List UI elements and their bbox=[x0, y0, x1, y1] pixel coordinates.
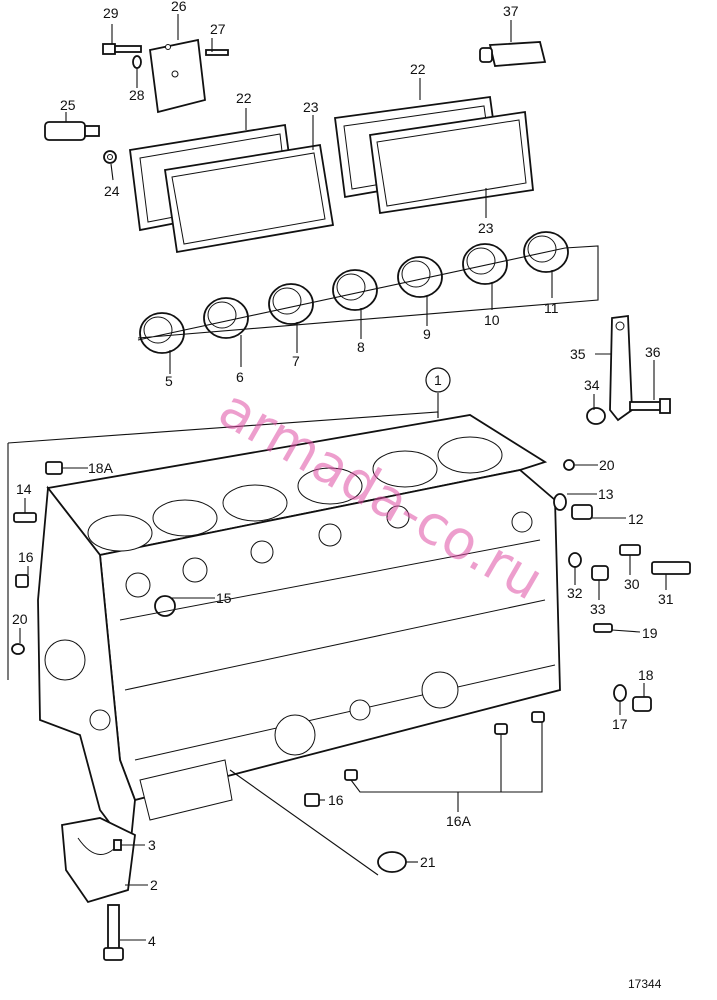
tube-37 bbox=[479, 41, 547, 67]
callout-24: 24 bbox=[104, 183, 120, 199]
callout-34: 34 bbox=[584, 377, 600, 393]
callouts: 29 26 27 28 37 25 24 22 23 22 23 5 6 7 8… bbox=[12, 0, 674, 949]
callout-18: 18 bbox=[638, 667, 654, 683]
plugs-16A bbox=[344, 711, 545, 781]
plug-16-bottom bbox=[304, 793, 320, 807]
callout-10: 10 bbox=[484, 312, 500, 328]
stud-14 bbox=[13, 512, 37, 523]
plug-16-left bbox=[15, 574, 29, 588]
callout-16-left: 16 bbox=[18, 549, 34, 565]
callout-16-bottom: 16 bbox=[328, 792, 344, 808]
callout-14: 14 bbox=[16, 481, 32, 497]
callout-1: 1 bbox=[434, 372, 442, 388]
sensor-31 bbox=[651, 561, 691, 575]
cover-plate-26 bbox=[149, 38, 206, 114]
bolt-29 bbox=[102, 43, 142, 55]
callout-5: 5 bbox=[165, 373, 173, 389]
figure-number: 17344 bbox=[628, 977, 662, 991]
bearing-cap-2 bbox=[61, 817, 136, 904]
spacer-34 bbox=[586, 407, 606, 425]
callout-8: 8 bbox=[357, 339, 365, 355]
callout-22-right: 22 bbox=[410, 61, 426, 77]
plug-18A bbox=[45, 461, 63, 475]
gasket-23-right bbox=[368, 110, 534, 215]
callout-13: 13 bbox=[598, 486, 614, 502]
callout-37: 37 bbox=[503, 3, 519, 19]
callout-15: 15 bbox=[216, 590, 232, 606]
callout-6: 6 bbox=[236, 369, 244, 385]
gasket-23-left bbox=[163, 143, 335, 254]
plug-21 bbox=[377, 851, 407, 873]
plug-20-left bbox=[11, 643, 25, 655]
callout-3: 3 bbox=[148, 837, 156, 853]
callout-30: 30 bbox=[624, 576, 640, 592]
callout-11: 11 bbox=[544, 300, 559, 316]
callout-16A: 16A bbox=[446, 813, 472, 829]
callout-25: 25 bbox=[60, 97, 76, 113]
washer-13 bbox=[553, 493, 567, 511]
pin-27 bbox=[205, 49, 229, 56]
callout-20-right: 20 bbox=[599, 457, 615, 473]
callout-35: 35 bbox=[570, 346, 586, 362]
bolt-4 bbox=[103, 904, 124, 961]
plug-20-right bbox=[563, 459, 575, 471]
washer-32 bbox=[568, 552, 582, 568]
bolt-36 bbox=[629, 398, 671, 414]
leader-lines bbox=[7, 14, 667, 941]
callout-23-left: 23 bbox=[303, 99, 319, 115]
bushing-row bbox=[139, 231, 569, 354]
callout-28: 28 bbox=[129, 87, 145, 103]
fitting-30 bbox=[619, 544, 641, 556]
callout-12: 12 bbox=[628, 511, 644, 527]
callout-26: 26 bbox=[171, 0, 187, 14]
callout-20-left: 20 bbox=[12, 611, 28, 627]
washer-17 bbox=[613, 684, 627, 702]
pin-19 bbox=[593, 623, 613, 633]
dowel-3 bbox=[113, 839, 122, 851]
plug-12 bbox=[571, 504, 593, 520]
callout-2: 2 bbox=[150, 877, 158, 893]
cylinder-block bbox=[37, 414, 561, 853]
callout-29: 29 bbox=[103, 5, 119, 21]
callout-18A: 18A bbox=[88, 460, 114, 476]
washer-24 bbox=[103, 150, 117, 164]
callout-31: 31 bbox=[658, 591, 674, 607]
callout-21: 21 bbox=[420, 854, 436, 870]
callout-9: 9 bbox=[423, 326, 431, 342]
callout-1-circle bbox=[425, 367, 451, 393]
plug-33 bbox=[591, 565, 609, 581]
bracket-35 bbox=[609, 314, 633, 422]
plug-25 bbox=[44, 121, 100, 141]
callout-17: 17 bbox=[612, 716, 628, 732]
callout-32: 32 bbox=[567, 585, 583, 601]
callout-22-left: 22 bbox=[236, 90, 252, 106]
callout-7: 7 bbox=[292, 353, 300, 369]
callout-19: 19 bbox=[642, 625, 658, 641]
callout-23-right: 23 bbox=[478, 220, 494, 236]
callout-33: 33 bbox=[590, 601, 606, 617]
callout-4: 4 bbox=[148, 933, 156, 949]
plug-18 bbox=[632, 696, 652, 712]
callout-27: 27 bbox=[210, 21, 226, 37]
washer-28 bbox=[132, 55, 142, 69]
callout-36: 36 bbox=[645, 344, 661, 360]
